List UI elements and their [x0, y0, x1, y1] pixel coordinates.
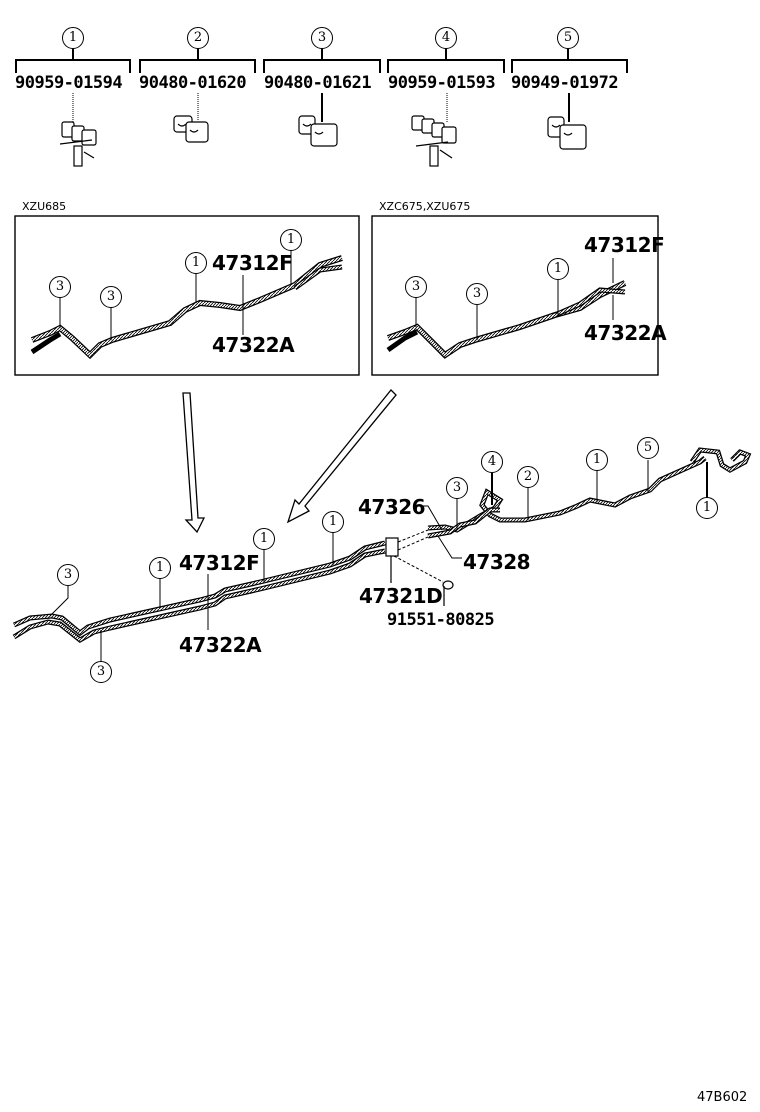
callout-1[interactable]: 1: [149, 557, 171, 579]
callout-1[interactable]: 1: [696, 497, 718, 519]
arrow-diagonal-icon: [286, 389, 397, 524]
clip-drawings: [59, 115, 587, 167]
main-right-pipe: [427, 447, 752, 539]
callout-ref-4: 4: [435, 27, 457, 49]
callout-3[interactable]: 3: [49, 276, 71, 298]
callout-3[interactable]: 3: [90, 661, 112, 683]
part-label-47312F[interactable]: 47312F: [179, 551, 260, 575]
right-variant-pipe: [386, 280, 627, 359]
part-label-47322A[interactable]: 47322A: [584, 321, 667, 345]
callout-3[interactable]: 3: [405, 276, 427, 298]
left-variant-pipe: [30, 255, 343, 360]
bolt-91551: [442, 580, 454, 606]
part-label-47321D[interactable]: 47321D: [359, 584, 443, 608]
main-right-leaders: [416, 460, 708, 559]
callout-ref-3: 3: [311, 27, 333, 49]
callout-4[interactable]: 4: [481, 451, 503, 473]
variant-box-right: [371, 215, 659, 376]
part-number-90959-01594[interactable]: 90959-01594: [15, 73, 123, 93]
callout-ref-1: 1: [62, 27, 84, 49]
legend-brackets: [15, 48, 628, 73]
callout-3[interactable]: 3: [446, 477, 468, 499]
callout-1[interactable]: 1: [322, 511, 344, 533]
diagram-code: 47B602: [697, 1090, 748, 1105]
arrow-down-icon: [182, 392, 206, 534]
callout-3[interactable]: 3: [100, 286, 122, 308]
variant-box-left: [14, 215, 360, 376]
callout-ref-5: 5: [557, 27, 579, 49]
part-number-90959-01593[interactable]: 90959-01593: [388, 73, 496, 93]
part-number-90949-01972[interactable]: 90949-01972: [511, 73, 619, 93]
part-label-47312F[interactable]: 47312F: [212, 251, 293, 275]
part-label-47322A[interactable]: 47322A: [179, 633, 262, 657]
part-label-47326[interactable]: 47326: [358, 495, 426, 519]
callout-ref-2: 2: [187, 27, 209, 49]
callout-1[interactable]: 1: [185, 252, 207, 274]
part-label-47322A[interactable]: 47322A: [212, 333, 295, 357]
callout-1[interactable]: 1: [547, 258, 569, 280]
part-number-90480-01621[interactable]: 90480-01621: [264, 73, 372, 93]
junction-block: [385, 537, 399, 583]
view-arrows: [182, 389, 397, 534]
part-label-91551-80825[interactable]: 91551-80825: [387, 610, 495, 630]
callout-1[interactable]: 1: [586, 449, 608, 471]
callout-3[interactable]: 3: [466, 283, 488, 305]
main-left-pipe: [12, 540, 386, 644]
main-left-leaders: [49, 532, 334, 662]
left-variant-leaders: [59, 250, 292, 340]
part-number-90480-01620[interactable]: 90480-01620: [139, 73, 247, 93]
callout-3[interactable]: 3: [57, 564, 79, 586]
variant-title: XZC675,XZU675: [379, 200, 471, 213]
callout-1[interactable]: 1: [280, 229, 302, 251]
dashed-connections: [393, 529, 444, 583]
callout-1[interactable]: 1: [253, 528, 275, 550]
variant-title: XZU685: [22, 200, 67, 213]
callout-2[interactable]: 2: [517, 466, 539, 488]
callout-5[interactable]: 5: [637, 437, 659, 459]
part-label-47328[interactable]: 47328: [463, 550, 531, 574]
right-variant-leaders: [415, 258, 614, 340]
part-label-47312F[interactable]: 47312F: [584, 233, 665, 257]
